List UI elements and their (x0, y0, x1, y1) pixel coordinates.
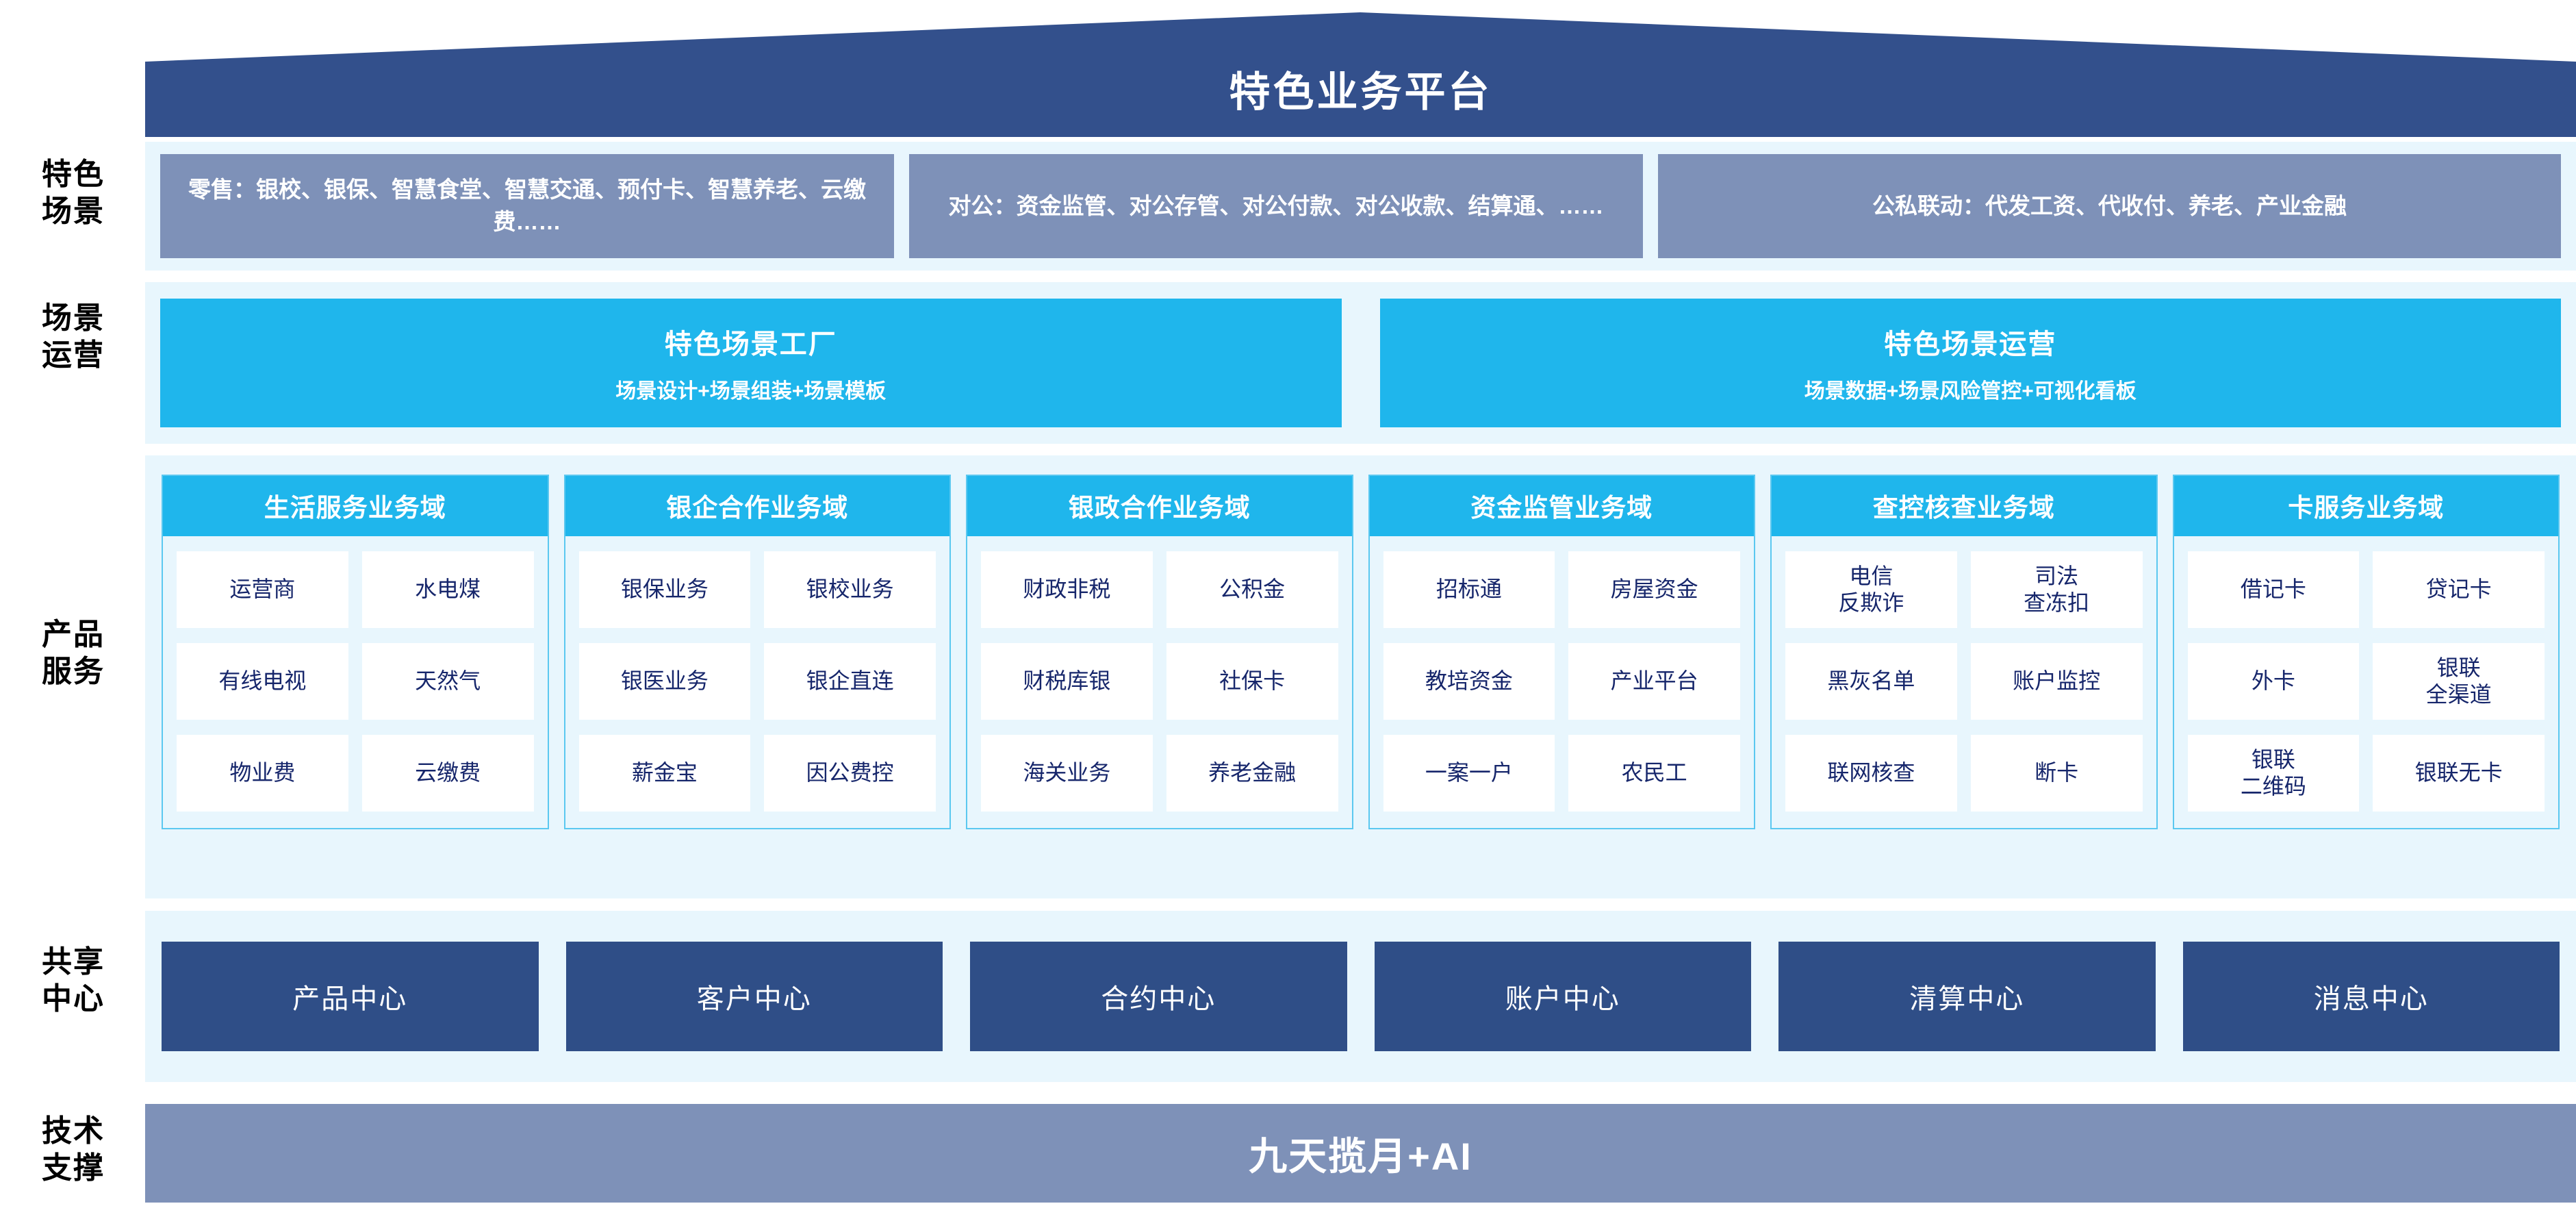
operation-box-factory[interactable]: 特色场景工厂 场景设计+场景组装+场景模板 (160, 299, 1342, 427)
domain-tile[interactable]: 财税库银 (981, 643, 1153, 720)
scenario-box-retail[interactable]: 零售：银校、银保、智慧食堂、智慧交通、预付卡、智慧养老、云缴费…… (160, 154, 894, 258)
domain-tile[interactable]: 银联 全渠道 (2373, 643, 2545, 720)
domain-tile[interactable]: 黑灰名单 (1785, 643, 1957, 720)
operation-factory-title: 特色场景工厂 (664, 329, 837, 360)
domain-tile[interactable]: 教培资金 (1383, 643, 1555, 720)
domain-tile[interactable]: 招标通 (1383, 551, 1555, 628)
domain-tile[interactable]: 银联 二维码 (2187, 735, 2360, 812)
operation-band: 特色场景工厂 场景设计+场景组装+场景模板 特色场景运营 场景数据+场景风险管控… (145, 282, 2576, 444)
domain-tile[interactable]: 运营商 (177, 551, 348, 628)
domain-tile[interactable]: 财政非税 (981, 551, 1153, 628)
domain-tile[interactable]: 公积金 (1166, 551, 1338, 628)
operation-row: 特色场景工厂 场景设计+场景组装+场景模板 特色场景运营 场景数据+场景风险管控… (145, 282, 2576, 444)
domain-fund-supervision[interactable]: 资金监管业务域 招标通 房屋资金 教培资金 产业平台 一案一户 农民工 (1368, 475, 1755, 829)
domain-tile[interactable]: 银保业务 (578, 551, 751, 628)
domain-tile-grid: 招标通 房屋资金 教培资金 产业平台 一案一户 农民工 (1370, 536, 1755, 828)
domain-tile[interactable]: 薪金宝 (578, 735, 751, 812)
domain-tile-grid: 电信 反欺诈 司法 查冻扣 黑灰名单 账户监控 联网核查 断卡 (1772, 536, 2156, 828)
domain-tile[interactable]: 司法 查冻扣 (1970, 551, 2143, 628)
domain-tile[interactable]: 物业费 (177, 735, 348, 812)
shared-center-customer[interactable]: 客户中心 (565, 942, 943, 1051)
domain-tile[interactable]: 贷记卡 (2373, 551, 2545, 628)
domain-title: 卡服务业务域 (2173, 476, 2558, 536)
domain-tile[interactable]: 水电煤 (361, 551, 534, 628)
domain-title: 生活服务业务域 (163, 476, 548, 536)
domain-bank-government[interactable]: 银政合作业务域 财政非税 公积金 财税库银 社保卡 海关业务 养老金融 (966, 475, 1353, 829)
domain-tile[interactable]: 农民工 (1568, 735, 1740, 812)
operation-operations-subtitle: 场景数据+场景风险管控+可视化看板 (1804, 380, 2137, 403)
domain-tile[interactable]: 联网核查 (1785, 735, 1957, 812)
page-title: 特色业务平台 (1229, 69, 1492, 115)
shared-center-clearing[interactable]: 清算中心 (1778, 942, 2156, 1051)
domain-tile[interactable]: 云缴费 (361, 735, 534, 812)
domain-title: 资金监管业务域 (1369, 476, 1754, 536)
product-band: 生活服务业务域 运营商 水电煤 有线电视 天然气 物业费 云缴费 银企合作业务域… (145, 455, 2576, 898)
domain-title: 银企合作业务域 (565, 476, 949, 536)
domain-tile[interactable]: 房屋资金 (1568, 551, 1740, 628)
shared-center-message[interactable]: 消息中心 (2182, 942, 2560, 1051)
domain-tile[interactable]: 一案一户 (1383, 735, 1555, 812)
shared-center-account[interactable]: 账户中心 (1374, 942, 1751, 1051)
side-label-product: 产品 服务 (42, 618, 105, 688)
domain-tile[interactable]: 天然气 (361, 643, 534, 720)
shared-center-contract[interactable]: 合约中心 (970, 942, 1347, 1051)
domain-tile[interactable]: 借记卡 (2187, 551, 2360, 628)
domain-tile-grid: 运营商 水电煤 有线电视 天然气 物业费 云缴费 (163, 536, 548, 828)
domain-tile[interactable]: 银联无卡 (2373, 735, 2545, 812)
side-label-scenario: 特色 场景 (42, 158, 105, 228)
domain-tile[interactable]: 断卡 (1970, 735, 2143, 812)
domain-tile-grid: 银保业务 银校业务 银医业务 银企直连 薪金宝 因公费控 (565, 536, 950, 828)
scenario-box-corporate[interactable]: 对公：资金监管、对公存管、对公付款、对公收款、结算通、…… (909, 154, 1643, 258)
operation-factory-subtitle: 场景设计+场景组装+场景模板 (615, 380, 887, 403)
domain-tile-grid: 财政非税 公积金 财税库银 社保卡 海关业务 养老金融 (967, 536, 1352, 828)
side-label-tech: 技术 支撑 (42, 1114, 105, 1185)
scenario-band: 零售：银校、银保、智慧食堂、智慧交通、预付卡、智慧养老、云缴费…… 对公：资金监… (145, 142, 2576, 271)
domain-title: 查控核查业务域 (1772, 476, 2156, 536)
shared-center-product[interactable]: 产品中心 (162, 942, 539, 1051)
domain-tile[interactable]: 产业平台 (1568, 643, 1740, 720)
domain-tile[interactable]: 社保卡 (1166, 643, 1338, 720)
domain-tile[interactable]: 海关业务 (981, 735, 1153, 812)
domain-tile[interactable]: 因公费控 (764, 735, 936, 812)
domain-tile[interactable]: 银企直连 (764, 643, 936, 720)
shared-center-row: 产品中心 客户中心 合约中心 账户中心 清算中心 消息中心 (145, 911, 2576, 1082)
scenario-row: 零售：银校、银保、智慧食堂、智慧交通、预付卡、智慧养老、云缴费…… 对公：资金监… (145, 142, 2576, 271)
domain-card-service[interactable]: 卡服务业务域 借记卡 贷记卡 外卡 银联 全渠道 银联 二维码 银联无卡 (2172, 475, 2560, 829)
tech-support-bar[interactable]: 九天揽月+AI (145, 1104, 2576, 1203)
roof-shape (145, 12, 2576, 137)
domain-life-service[interactable]: 生活服务业务域 运营商 水电煤 有线电视 天然气 物业费 云缴费 (162, 475, 549, 829)
domain-tile[interactable]: 银医业务 (578, 643, 751, 720)
domain-tile-grid: 借记卡 贷记卡 外卡 银联 全渠道 银联 二维码 银联无卡 (2174, 536, 2559, 828)
domain-tile[interactable]: 账户监控 (1970, 643, 2143, 720)
domain-tile[interactable]: 有线电视 (177, 643, 348, 720)
domain-tile[interactable]: 银校业务 (764, 551, 936, 628)
domain-bank-enterprise[interactable]: 银企合作业务域 银保业务 银校业务 银医业务 银企直连 薪金宝 因公费控 (563, 475, 951, 829)
scenario-box-linkage[interactable]: 公私联动：代发工资、代收付、养老、产业金融 (1658, 154, 2561, 258)
domain-tile[interactable]: 外卡 (2187, 643, 2360, 720)
domain-tile[interactable]: 养老金融 (1166, 735, 1338, 812)
domain-title: 银政合作业务域 (967, 476, 1352, 536)
domain-investigation-control[interactable]: 查控核查业务域 电信 反欺诈 司法 查冻扣 黑灰名单 账户监控 联网核查 断卡 (1770, 475, 2158, 829)
side-label-shared: 共享 中心 (42, 945, 105, 1016)
side-label-operation: 场景 运营 (42, 301, 105, 372)
operation-box-operations[interactable]: 特色场景运营 场景数据+场景风险管控+可视化看板 (1379, 299, 2561, 427)
operation-operations-title: 特色场景运营 (1884, 329, 2057, 360)
domain-tile[interactable]: 电信 反欺诈 (1785, 551, 1957, 628)
platform-roof: 特色业务平台 (145, 12, 2576, 137)
product-domain-row: 生活服务业务域 运营商 水电煤 有线电视 天然气 物业费 云缴费 银企合作业务域… (145, 455, 2576, 898)
shared-center-band: 产品中心 客户中心 合约中心 账户中心 清算中心 消息中心 (145, 911, 2576, 1082)
